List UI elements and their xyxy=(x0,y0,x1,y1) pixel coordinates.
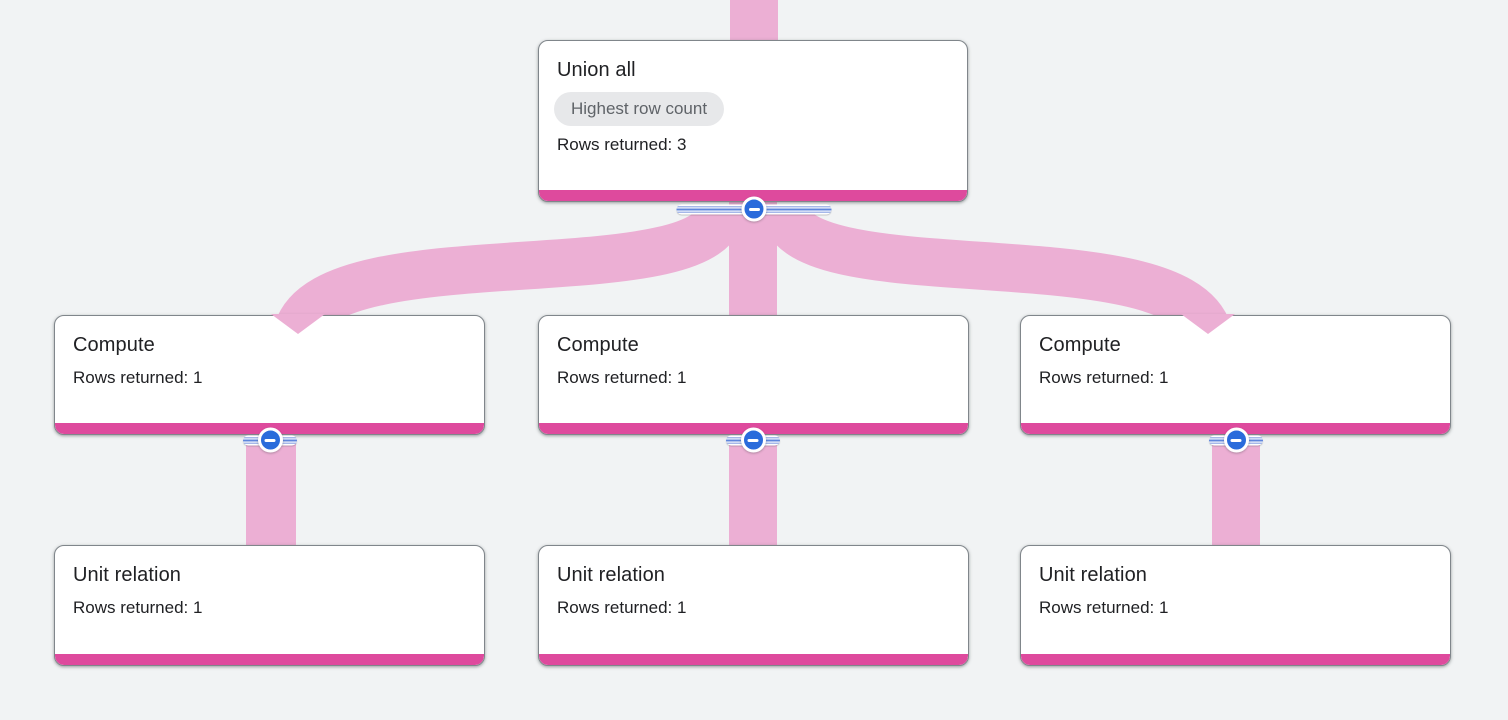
collapse-button-union-all[interactable] xyxy=(676,196,832,222)
node-compute-2[interactable]: Compute Rows returned: 1 xyxy=(538,315,969,435)
node-union-all[interactable]: Union all Highest row count Rows returne… xyxy=(538,40,968,202)
node-title: Union all xyxy=(557,59,636,81)
node-compute-1[interactable]: Compute Rows returned: 1 xyxy=(54,315,485,435)
collapse-button-compute-1[interactable] xyxy=(243,427,297,453)
edge-union-to-compute-1 xyxy=(275,202,746,341)
rows-returned-label: Rows returned: 1 xyxy=(73,598,203,617)
rows-returned-label: Rows returned: 1 xyxy=(1039,598,1169,617)
rows-returned-label: Rows returned: 1 xyxy=(1039,368,1169,387)
rows-returned-label: Rows returned: 3 xyxy=(557,135,687,154)
edge-compute-2-to-unit-2 xyxy=(729,442,777,550)
node-title: Compute xyxy=(557,334,639,356)
collapse-button-compute-2[interactable] xyxy=(726,427,780,453)
rows-returned-label: Rows returned: 1 xyxy=(557,598,687,617)
node-unit-relation-1[interactable]: Unit relation Rows returned: 1 xyxy=(54,545,485,666)
node-title: Unit relation xyxy=(557,564,666,586)
edge-compute-3-to-unit-3 xyxy=(1212,442,1260,550)
node-accent-bar xyxy=(1021,654,1450,665)
collapse-minus-icon[interactable] xyxy=(740,427,766,453)
edge-output-to-union xyxy=(730,0,778,44)
node-title: Compute xyxy=(73,334,155,356)
edge-union-to-compute-3 xyxy=(760,202,1231,343)
node-unit-relation-2[interactable]: Unit relation Rows returned: 1 xyxy=(538,545,969,666)
node-accent-bar xyxy=(55,654,484,665)
collapse-minus-icon[interactable] xyxy=(257,427,283,453)
node-title: Unit relation xyxy=(1039,564,1148,586)
collapse-minus-icon[interactable] xyxy=(1223,427,1249,453)
node-accent-bar xyxy=(539,190,967,201)
highest-row-count-badge: Highest row count xyxy=(554,92,725,126)
collapse-minus-icon[interactable] xyxy=(741,196,767,222)
edge-compute-1-to-unit-1 xyxy=(246,442,296,550)
collapse-button-compute-3[interactable] xyxy=(1209,427,1263,453)
rows-returned-label: Rows returned: 1 xyxy=(557,368,687,387)
rows-returned-label: Rows returned: 1 xyxy=(73,368,203,387)
node-title: Compute xyxy=(1039,334,1121,356)
node-unit-relation-3[interactable]: Unit relation Rows returned: 1 xyxy=(1020,545,1451,666)
node-accent-bar xyxy=(539,654,968,665)
node-title: Unit relation xyxy=(73,564,182,586)
node-compute-3[interactable]: Compute Rows returned: 1 xyxy=(1020,315,1451,435)
